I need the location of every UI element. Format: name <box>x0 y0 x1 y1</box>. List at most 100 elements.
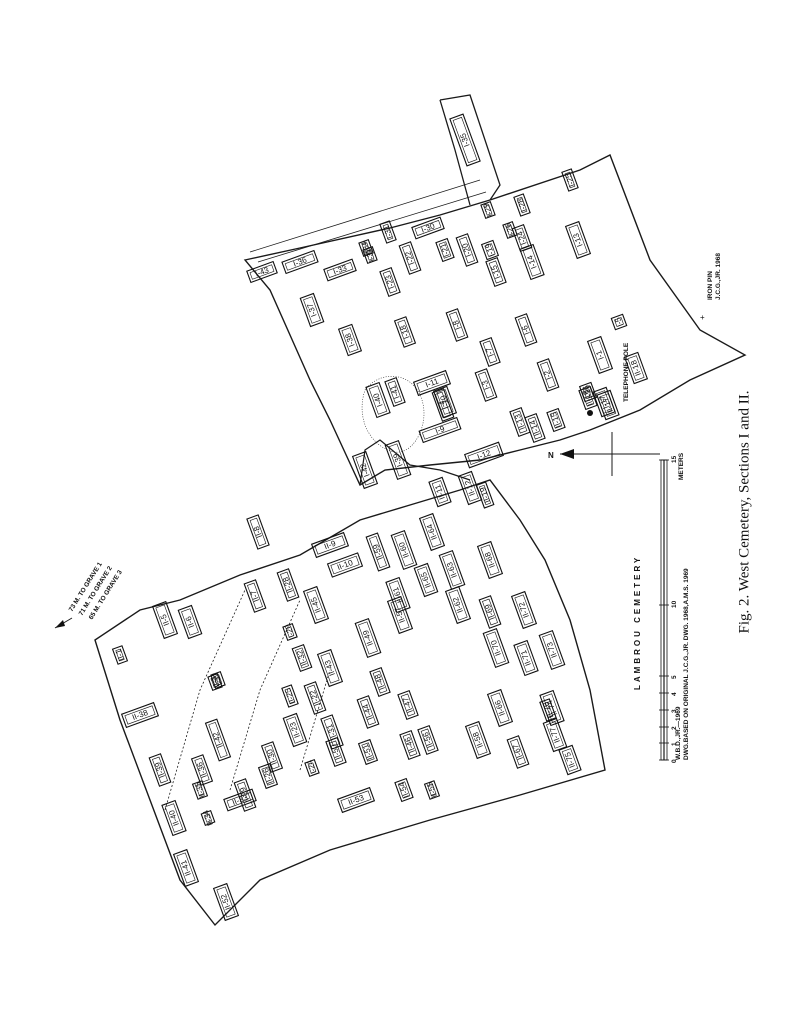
grave-label: II-13 <box>513 412 527 431</box>
grave-i-39: I-39 <box>384 439 412 481</box>
grave-i-38: I-38 <box>337 323 363 357</box>
grave-ii-42: II-42 <box>204 718 232 762</box>
grave-label: I-12 <box>476 448 493 461</box>
grave-ii-70: II-70 <box>482 627 510 669</box>
grave-ii-12: II-12 <box>457 470 483 506</box>
grave-ii-37: II-37 <box>210 670 226 689</box>
grave-ii-47: II-47 <box>397 690 419 720</box>
grave-ii-58: II-58 <box>464 720 492 760</box>
scale-tick-label: 15 <box>671 455 678 463</box>
grave-i-9: I-9 <box>418 416 462 444</box>
credit-2: DWG.BASED ON ORIGINAL J.C.G.,JR. DWG. 19… <box>683 568 690 760</box>
figure-caption: Fig. 2. West Cemetery, Sections I and II… <box>736 390 753 634</box>
grave-ii-35: II-35 <box>191 780 209 800</box>
scale-tick-label: 5 <box>671 675 678 679</box>
grave-ii-45: II-45 <box>302 585 330 625</box>
grave-ii-56: II-56 <box>417 725 439 755</box>
grave-ii-46: II-46 <box>399 730 421 760</box>
telephone-pole: TELEPHONE POLE <box>587 342 630 416</box>
grave-i-12: I-12 <box>463 441 505 469</box>
grave-label: I-1 <box>594 349 606 361</box>
grave-label: I-39 <box>391 451 404 468</box>
grave-ii-40: II-40 <box>161 799 187 837</box>
iron-pin: + IRON PIN J.C.G.,JR. 1968 <box>700 253 722 322</box>
grave-ii-24: II-24 <box>304 758 320 777</box>
grave-label: I-5 <box>613 316 625 328</box>
scale-tick-label: 2 <box>671 726 678 730</box>
grave-i-34: I-34 <box>358 239 374 257</box>
grave-ii-59: II-59 <box>365 532 391 572</box>
grave-ii-48: II-48 <box>369 667 391 697</box>
grave-label: II-51 <box>361 742 375 761</box>
grave-label: II-5 <box>159 613 172 627</box>
grave-i-6: I-6 <box>514 313 538 347</box>
grave-ii-38: II-38 <box>120 701 160 729</box>
grave-label: II-56 <box>421 730 435 749</box>
grave-i-36: I-36 <box>281 249 319 275</box>
grave-ii-75: II-75 <box>558 744 582 776</box>
grave-i-10: I-10 <box>432 385 458 419</box>
scale-tick-label: 0 <box>671 759 678 763</box>
grave-i-7: I-7 <box>479 337 501 367</box>
scale-unit: METERS <box>678 452 685 480</box>
direction-marker <box>54 617 73 629</box>
grave-ii-39: II-39 <box>148 753 172 787</box>
grave-label: II-8 <box>252 525 265 539</box>
grave-ii-23: II-23 <box>282 712 308 748</box>
grave-ii-10: II-10 <box>326 552 364 578</box>
grave-ii-76: II-76 <box>539 698 557 722</box>
grave-label: I-11 <box>424 376 440 389</box>
distance-notes: 73 M. TO GRAVE 1 71 M. TO GRAVE 2 65 M. … <box>68 561 124 621</box>
grave-ii-32: II-32 <box>291 643 313 673</box>
grave-ii-73: II-73 <box>538 629 566 671</box>
grave-ii-53: II-53 <box>336 786 376 814</box>
grave-ii-25: II-25 <box>281 684 299 708</box>
grave-label: II-6 <box>184 615 197 629</box>
grave-i-33: I-33 <box>323 258 357 282</box>
grave-i-1: I-1 <box>586 335 614 375</box>
grave-ii-68: II-68 <box>476 540 504 580</box>
grave-i-28: I-28 <box>513 193 531 217</box>
grave-i-20: I-20 <box>455 233 479 267</box>
grave-i-35: I-35 <box>449 113 481 167</box>
grave-label: II-48 <box>373 672 387 691</box>
grave-ii-34: II-34 <box>200 808 216 827</box>
grave-ii-26: II-26 <box>257 762 279 790</box>
grave-label: II-67 <box>511 742 525 761</box>
grave-label: I-2 <box>542 369 554 381</box>
scale-tick-label: 1 <box>671 742 678 746</box>
grave-i-40: I-40 <box>365 381 391 419</box>
grave-i-13: I-13 <box>564 220 592 260</box>
grave-ii-63: II-63 <box>438 549 466 591</box>
grave-ii-7: II-7 <box>243 579 267 613</box>
grave-i-15: I-15 <box>485 257 507 287</box>
grave-ii-13: II-13 <box>509 407 531 437</box>
grave-label: I-13 <box>571 231 584 248</box>
grave-label: II-39 <box>153 760 167 779</box>
grave-label: II-44 <box>361 702 375 721</box>
grave-ii-67: II-67 <box>506 735 530 769</box>
grave-label: II-15 <box>549 410 563 429</box>
north-label: N <box>548 451 554 460</box>
north-arrow: N <box>548 432 660 476</box>
grave-i-2: I-2 <box>536 358 560 392</box>
grave-ii-16: II-16 <box>578 385 598 411</box>
grave-label: I-35 <box>458 131 471 148</box>
grave-ii-71: II-71 <box>513 639 539 677</box>
grave-label: II-42 <box>211 730 225 749</box>
grave-i-32: I-32 <box>362 246 378 264</box>
grave-ii-69: II-69 <box>478 595 502 629</box>
grave-label: II-1 <box>114 648 127 662</box>
grave-ii-20: II-20 <box>282 622 298 641</box>
svg-text:+: + <box>700 313 705 322</box>
credit-1: W.B.D.,JR.—1969 <box>675 706 682 760</box>
grave-ii-44: II-44 <box>356 695 380 729</box>
grave-label: I-7 <box>484 346 496 358</box>
grave-label: I-14 <box>525 253 538 270</box>
section-2-boundary <box>94 479 606 927</box>
scale-tick-label: 10 <box>671 600 678 608</box>
grave-label: I-8 <box>451 319 463 331</box>
grave-i-19: I-19 <box>480 239 500 261</box>
grave-i-5: I-5 <box>610 313 628 331</box>
